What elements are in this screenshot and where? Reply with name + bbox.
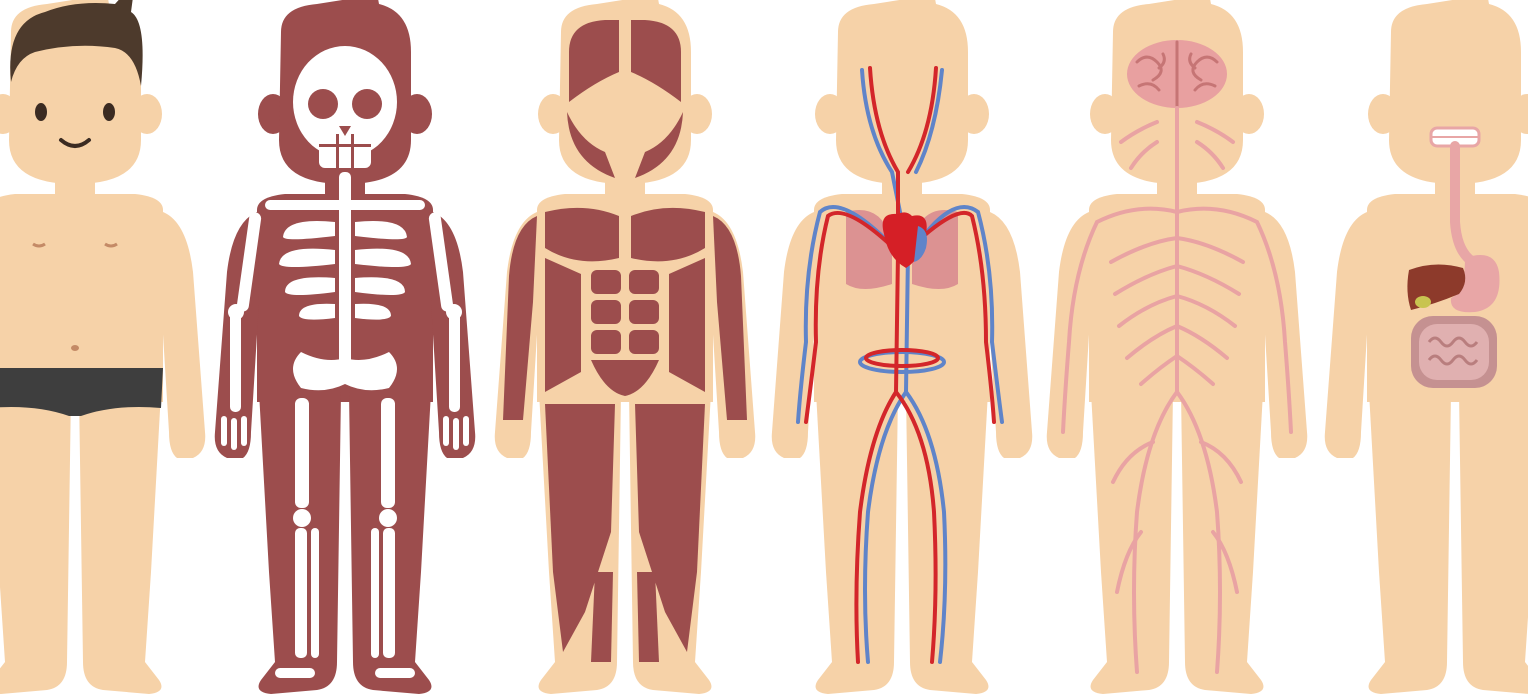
figure-body-outline <box>0 0 205 694</box>
figure-nervous <box>1047 0 1308 694</box>
figure-skeletal <box>215 0 476 694</box>
brain-icon <box>1127 40 1227 108</box>
intestine-icon <box>1411 316 1497 388</box>
figure-muscular <box>495 0 756 694</box>
figure-circulatory <box>772 0 1033 694</box>
figure-digestive <box>1325 0 1528 694</box>
